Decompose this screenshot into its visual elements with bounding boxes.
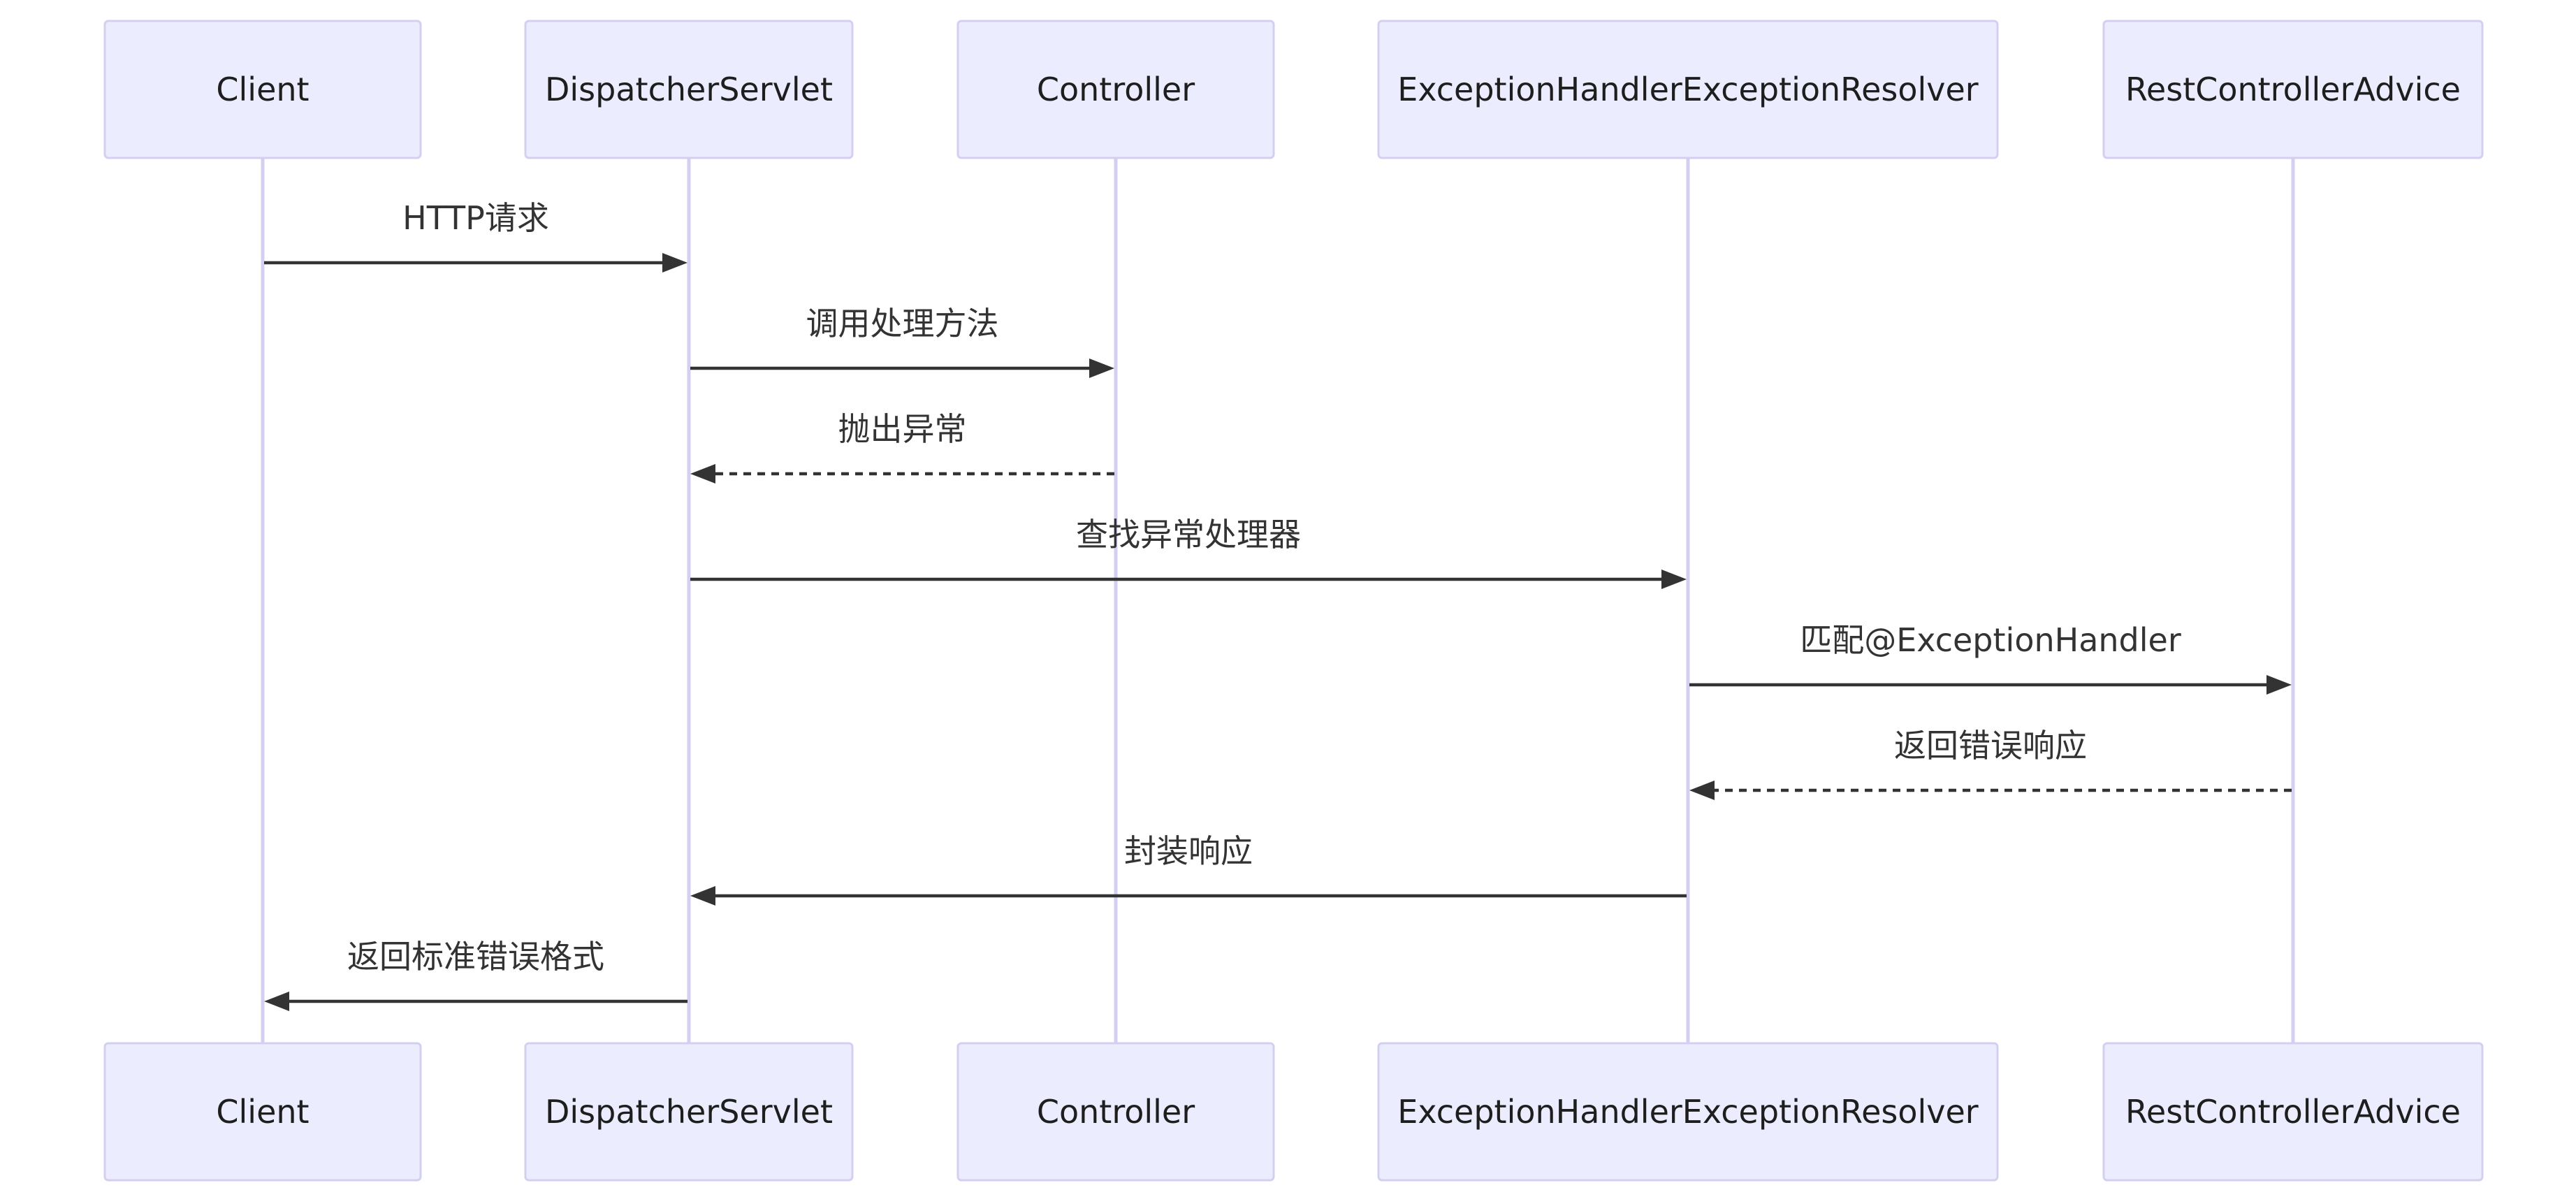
arrowhead [1661, 570, 1687, 589]
message-label: 封装响应 [1124, 832, 1253, 870]
participant-label: ExceptionHandlerExceptionResolver [1397, 1093, 1979, 1131]
message-label: 查找异常处理器 [1076, 516, 1301, 553]
participant-label: Client [216, 71, 309, 108]
participant-box [1377, 20, 1999, 159]
message-label: HTTP请求 [402, 199, 549, 237]
message-4: 查找异常处理器 [690, 516, 1687, 589]
message-label: 返回错误响应 [1894, 727, 2087, 764]
participant-controller-bottom: Controller [956, 1042, 1275, 1182]
participant-box [956, 20, 1275, 159]
message-8: 返回标准错误格式 [264, 938, 687, 1011]
participant-box [956, 1042, 1275, 1182]
arrowhead [264, 992, 289, 1011]
participant-advice-top: RestControllerAdvice [2102, 20, 2484, 159]
participant-label: RestControllerAdvice [2125, 71, 2461, 108]
participant-advice-bottom: RestControllerAdvice [2102, 1042, 2484, 1182]
participant-box [524, 20, 854, 159]
participant-resolver-top: ExceptionHandlerExceptionResolver [1377, 20, 1999, 159]
participant-box [103, 20, 422, 159]
arrowhead [662, 253, 687, 273]
participant-box [524, 1042, 854, 1182]
participant-label: RestControllerAdvice [2125, 1093, 2461, 1131]
participants: ClientClientDispatcherServletDispatcherS… [103, 20, 2484, 1182]
participant-label: Controller [1037, 71, 1195, 108]
participant-box [1377, 1042, 1999, 1182]
participant-label: DispatcherServlet [545, 1093, 833, 1131]
participant-label: ExceptionHandlerExceptionResolver [1397, 71, 1979, 108]
participant-label: Controller [1037, 1093, 1195, 1131]
participant-resolver-bottom: ExceptionHandlerExceptionResolver [1377, 1042, 1999, 1182]
arrowhead [690, 464, 715, 484]
participant-label: Client [216, 1093, 309, 1131]
message-label: 调用处理方法 [806, 305, 999, 342]
participant-client-top: Client [103, 20, 422, 159]
lifelines [261, 158, 2295, 1043]
message-label: 返回标准错误格式 [347, 938, 604, 975]
arrowhead [2266, 675, 2292, 695]
participant-box [2102, 1042, 2484, 1182]
arrowhead [1689, 781, 1715, 800]
participant-box [103, 1042, 422, 1182]
arrowhead [690, 886, 715, 906]
participant-controller-top: Controller [956, 20, 1275, 159]
message-label: 匹配@ExceptionHandler [1800, 621, 2181, 659]
message-3: 抛出异常 [690, 410, 1114, 484]
message-6: 返回错误响应 [1689, 727, 2292, 800]
message-1: HTTP请求 [264, 199, 687, 273]
arrowhead [1089, 358, 1114, 378]
participant-box [2102, 20, 2484, 159]
message-2: 调用处理方法 [690, 305, 1114, 378]
message-7: 封装响应 [690, 832, 1687, 906]
message-label: 抛出异常 [838, 410, 967, 448]
participant-label: DispatcherServlet [545, 71, 833, 108]
message-5: 匹配@ExceptionHandler [1689, 621, 2292, 695]
participant-dispatcher-bottom: DispatcherServlet [524, 1042, 854, 1182]
messages: HTTP请求调用处理方法抛出异常查找异常处理器匹配@ExceptionHandl… [264, 199, 2292, 1011]
participant-dispatcher-top: DispatcherServlet [524, 20, 854, 159]
participant-client-bottom: Client [103, 1042, 422, 1182]
